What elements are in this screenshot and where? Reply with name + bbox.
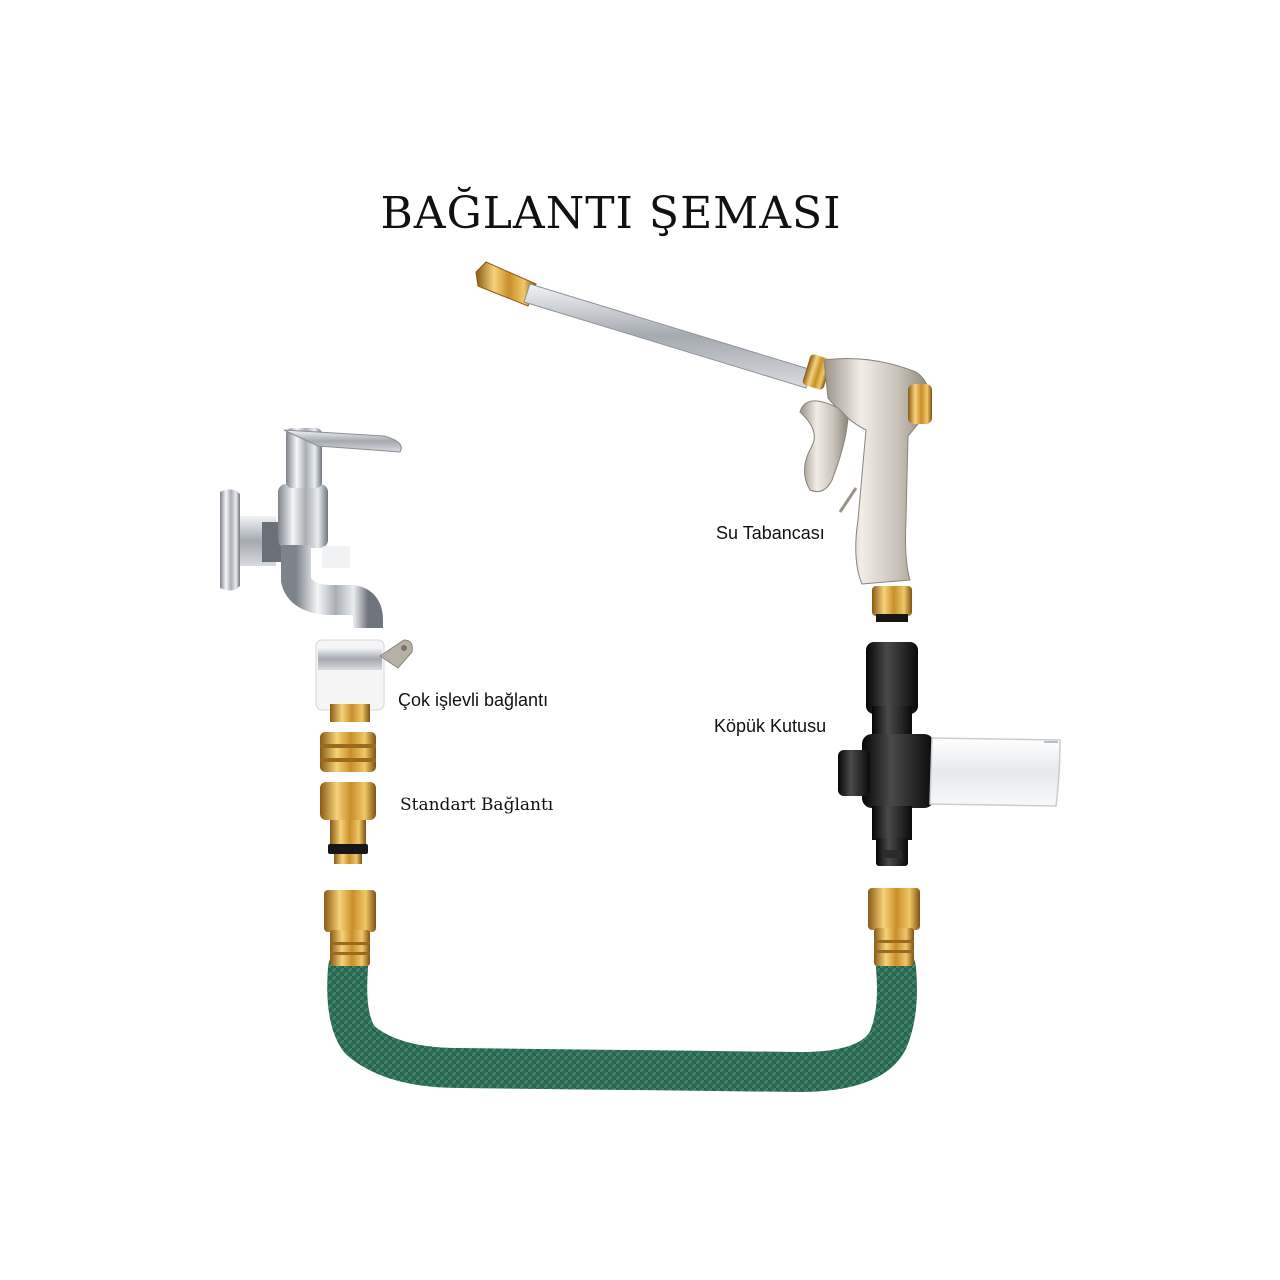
diagram-title: BAĞLANTI ŞEMASI [380, 188, 842, 239]
faucet-icon [220, 428, 402, 628]
multi-connector-label: Çok işlevli bağlantı [398, 690, 549, 710]
foam-box-label: Köpük Kutusu [714, 716, 827, 736]
water-gun-icon [475, 261, 932, 622]
foam-box-icon [838, 642, 1061, 866]
standard-connector-icon [320, 782, 376, 864]
hose-icon [324, 888, 920, 1093]
standard-connector-label: Standart Bağlantı [400, 795, 554, 815]
brass-connector-icon [320, 732, 376, 772]
water-gun-label: Su Tabancası [716, 523, 825, 543]
multi-connector-icon [315, 639, 413, 722]
